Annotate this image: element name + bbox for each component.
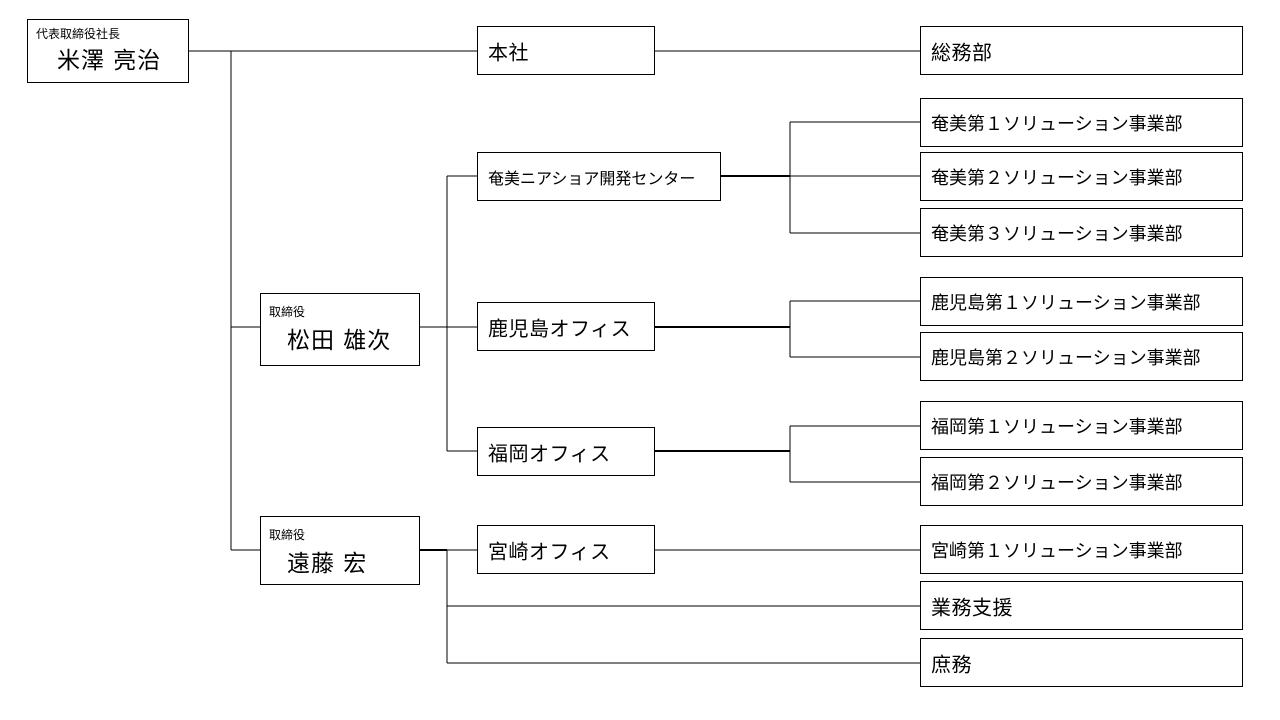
office-miyazaki: 宮崎オフィス xyxy=(477,525,655,574)
dept-shomu: 庶務 xyxy=(920,638,1243,687)
dept-amami-1: 奄美第１ソリューション事業部 xyxy=(920,98,1243,147)
dept-soumu-label: 総務部 xyxy=(931,40,993,64)
office-fukuoka-label: 福岡オフィス xyxy=(488,441,611,465)
ceo-name: 米澤 亮治 xyxy=(57,48,162,74)
director-matsuda-role: 取締役 xyxy=(269,305,306,319)
dept-fukuoka-2-label: 福岡第２ソリューション事業部 xyxy=(931,472,1183,494)
dept-amami-2-label: 奄美第２ソリューション事業部 xyxy=(931,167,1183,189)
director-endo-role: 取締役 xyxy=(269,528,306,542)
dept-gyoumu-shien-label: 業務支援 xyxy=(931,595,1013,619)
office-amami-nearshore: 奄美ニアショア開発センター xyxy=(477,152,721,201)
office-kagoshima: 鹿児島オフィス xyxy=(477,302,655,351)
dept-miyazaki-1-label: 宮崎第１ソリューション事業部 xyxy=(931,540,1183,562)
office-honsha: 本社 xyxy=(477,26,655,75)
dept-fukuoka-1: 福岡第１ソリューション事業部 xyxy=(920,401,1243,450)
office-miyazaki-label: 宮崎オフィス xyxy=(488,539,611,563)
dept-kagoshima-1-label: 鹿児島第１ソリューション事業部 xyxy=(931,292,1201,314)
dept-fukuoka-1-label: 福岡第１ソリューション事業部 xyxy=(931,416,1183,438)
dept-amami-3-label: 奄美第３ソリューション事業部 xyxy=(931,223,1183,245)
dept-shomu-label: 庶務 xyxy=(931,652,972,676)
ceo-role: 代表取締役社長 xyxy=(36,27,121,41)
dept-amami-2: 奄美第２ソリューション事業部 xyxy=(920,152,1243,201)
dept-soumu: 総務部 xyxy=(920,26,1243,75)
dept-amami-3: 奄美第３ソリューション事業部 xyxy=(920,208,1243,257)
ceo-box: 代表取締役社長 米澤 亮治 xyxy=(27,19,189,83)
office-kagoshima-label: 鹿児島オフィス xyxy=(488,316,632,340)
director-endo-name: 遠藤 宏 xyxy=(287,551,368,577)
office-fukuoka: 福岡オフィス xyxy=(477,427,655,476)
dept-kagoshima-2-label: 鹿児島第２ソリューション事業部 xyxy=(931,347,1201,369)
dept-miyazaki-1: 宮崎第１ソリューション事業部 xyxy=(920,525,1243,574)
dept-kagoshima-2: 鹿児島第２ソリューション事業部 xyxy=(920,332,1243,381)
director-endo-box: 取締役 遠藤 宏 xyxy=(260,516,420,585)
dept-fukuoka-2: 福岡第２ソリューション事業部 xyxy=(920,457,1243,506)
office-amami-nearshore-label: 奄美ニアショア開発センター xyxy=(488,168,696,188)
director-matsuda-box: 取締役 松田 雄次 xyxy=(260,293,420,366)
office-honsha-label: 本社 xyxy=(488,40,529,64)
dept-gyoumu-shien: 業務支援 xyxy=(920,581,1243,630)
director-matsuda-name: 松田 雄次 xyxy=(287,328,392,354)
dept-kagoshima-1: 鹿児島第１ソリューション事業部 xyxy=(920,277,1243,326)
dept-amami-1-label: 奄美第１ソリューション事業部 xyxy=(931,113,1183,135)
